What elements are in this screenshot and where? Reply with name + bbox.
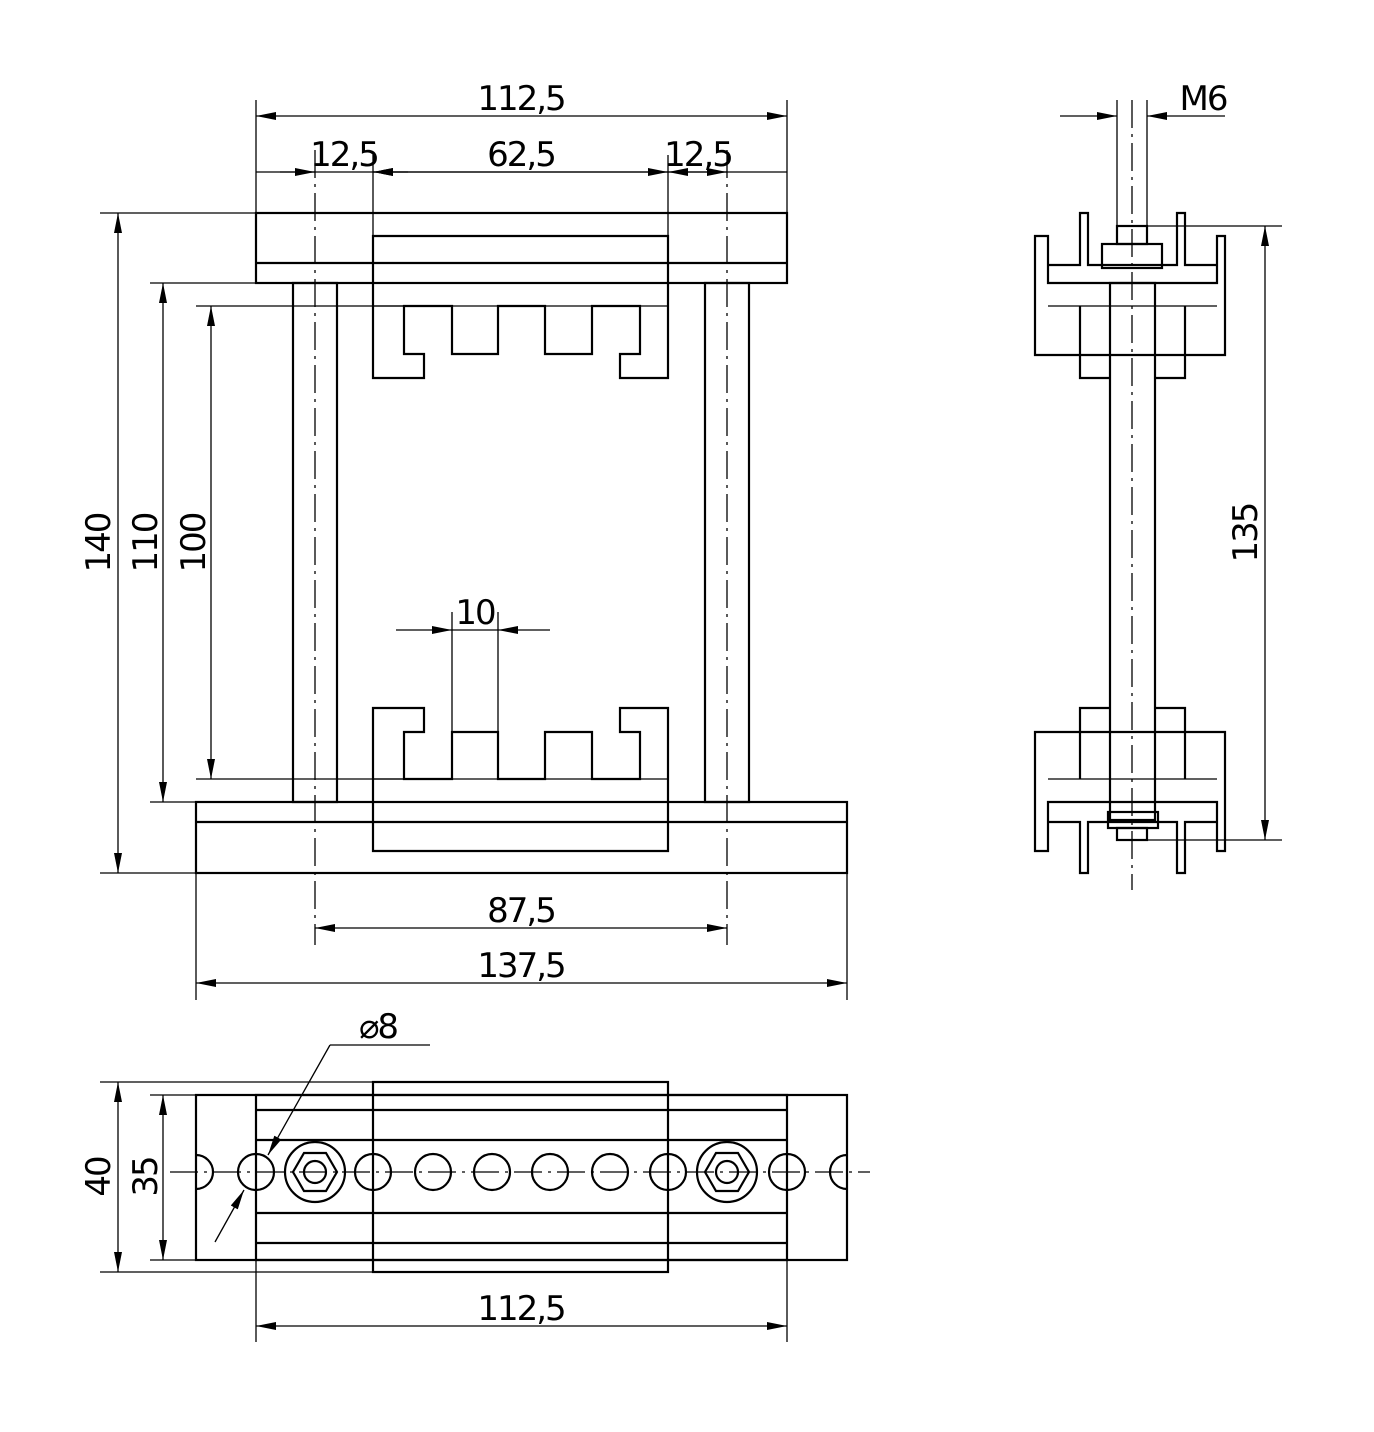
dim-plate-depth: 35 [126, 1157, 166, 1196]
dim-overall-height: 140 [79, 513, 119, 572]
top-plate [254, 211, 789, 285]
base-plate [194, 800, 849, 875]
dim-overall-top-width: 112,5 [477, 79, 564, 119]
nut-left [283, 1140, 347, 1204]
dim-block-width: 62,5 [487, 135, 555, 175]
dim-thread: M6 [1180, 79, 1227, 119]
side-view: M6 135 [1033, 79, 1282, 890]
nut-right [695, 1140, 759, 1204]
mounting-holes [236, 1152, 807, 1192]
dim-right-offset: 12,5 [664, 135, 732, 175]
dim-post-height: 110 [126, 513, 166, 572]
dim-rod-length: 135 [1226, 504, 1266, 563]
dim-tooth-width: 10 [455, 593, 495, 633]
bottom-view: ⌀8 40 35 112,5 [79, 1007, 870, 1342]
dim-base-width: 137,5 [477, 946, 564, 986]
dim-post-spacing: 87,5 [487, 891, 555, 931]
top-clamp-block [371, 234, 670, 380]
dim-base-depth: 40 [79, 1157, 119, 1197]
front-view: 112,5 12,5 62,5 12,5 140 110 100 10 87,5… [79, 79, 849, 1000]
dim-plate-width: 112,5 [477, 1289, 564, 1329]
dim-left-offset: 12,5 [310, 135, 378, 175]
dim-hole-diameter: ⌀8 [359, 1007, 397, 1047]
dim-inner-height: 100 [174, 513, 214, 572]
